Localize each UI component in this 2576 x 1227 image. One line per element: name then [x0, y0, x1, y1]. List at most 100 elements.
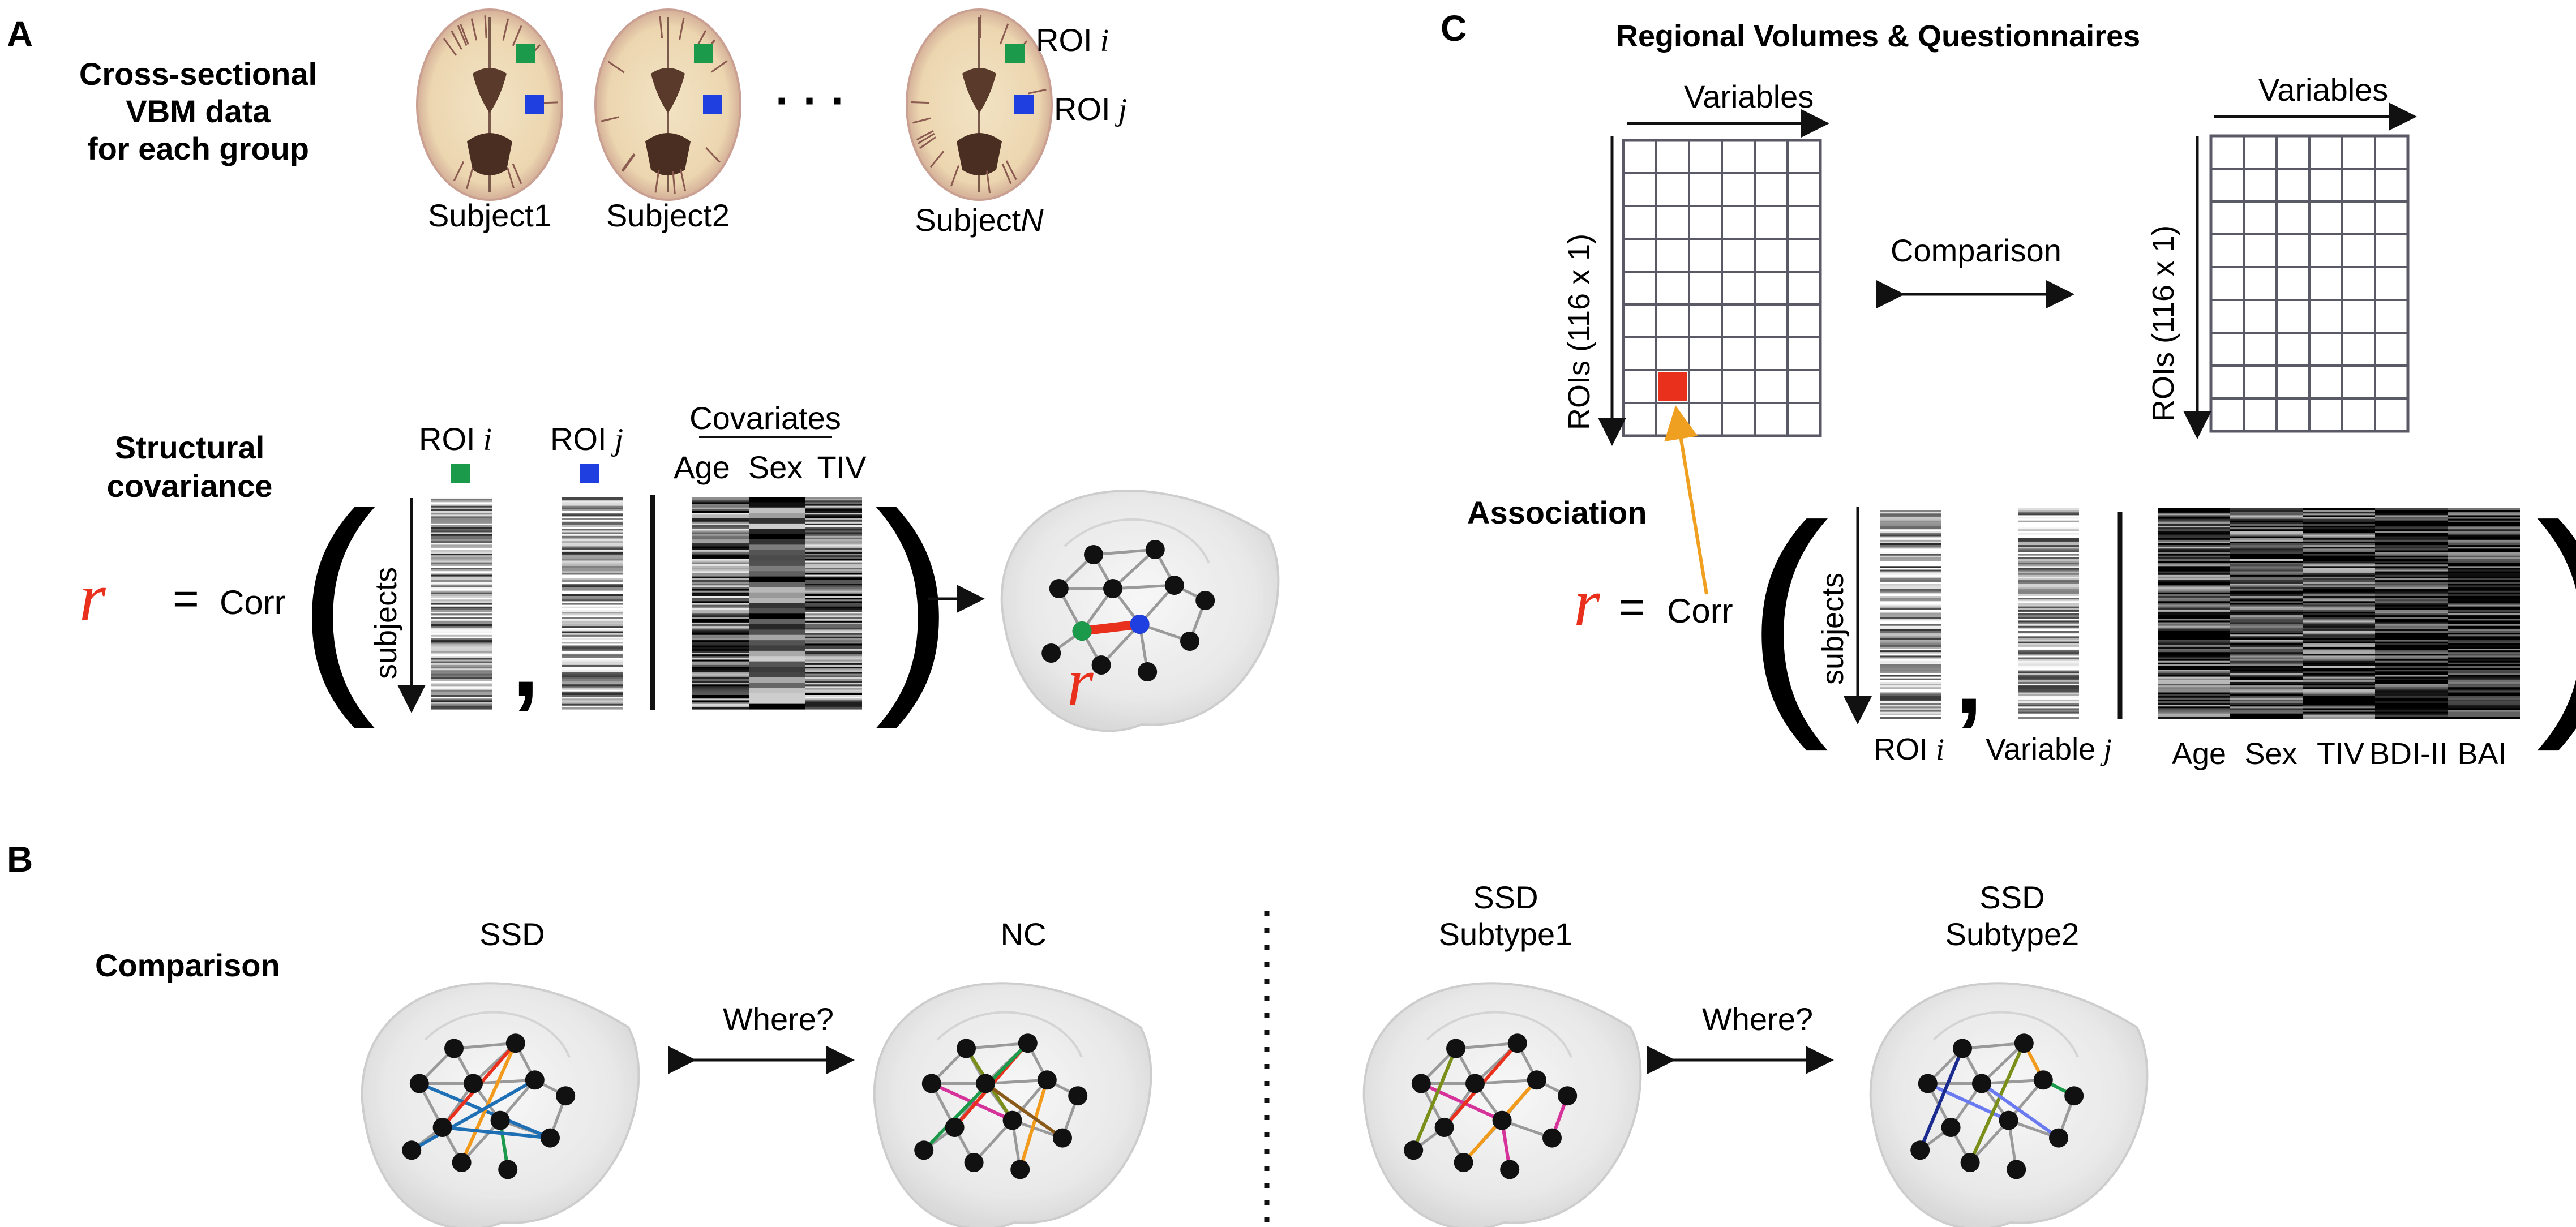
- network-node: [452, 1153, 472, 1172]
- covariates-header-a: Covariates Age Sex TIV: [674, 400, 867, 485]
- subject-n-base: Subject: [915, 202, 1021, 238]
- network-node: [921, 1074, 941, 1093]
- vbm-title-line-1: Cross-sectional: [79, 56, 317, 92]
- roi-i-barcode-a: [431, 497, 492, 710]
- covariates-header: Covariates: [689, 400, 841, 436]
- subjects-axis-a: subjects: [369, 567, 403, 679]
- network-node: [1446, 1039, 1465, 1058]
- network-node: [1164, 576, 1184, 595]
- subject-labels: Subject1 Subject2 SubjectN: [428, 198, 1044, 238]
- roi-i-node: [1072, 621, 1092, 641]
- network-node: [2049, 1128, 2068, 1148]
- association-label: Association: [1467, 495, 1647, 530]
- network-node: [1103, 579, 1122, 598]
- where-question-left: Where?: [723, 1001, 834, 1037]
- network-node: [1527, 1070, 1546, 1090]
- network-node: [1068, 1086, 1088, 1106]
- group-subtype2-line2: Subtype2: [1945, 916, 2080, 952]
- highlighted-edge: [1018, 1079, 1049, 1170]
- close-paren-c: ): [2536, 474, 2576, 753]
- network-node: [525, 1070, 545, 1090]
- network-node: [464, 1074, 483, 1093]
- subject-1-label: Subject1: [428, 198, 551, 233]
- highlighted-edge: [1412, 1048, 1458, 1151]
- roi-j-top-index: j: [1115, 92, 1128, 127]
- roi-i-swatch: [451, 464, 470, 483]
- network-node: [1037, 1070, 1057, 1090]
- network-node: [490, 1110, 510, 1130]
- highlighted-edge: [1968, 1042, 2026, 1164]
- vbm-title-line-3: for each group: [87, 131, 309, 166]
- subjects-axis-c: subjects: [1816, 573, 1850, 685]
- brain-slice-3: [906, 8, 1053, 201]
- roi-i-col-index: i: [483, 422, 492, 457]
- roi-i-marker: [694, 44, 713, 63]
- network-node: [1010, 1160, 1030, 1179]
- covariate-bai-barcode-c: [2448, 508, 2520, 719]
- corr-equation-a: r = Corr ( ): [79, 465, 954, 731]
- network-node: [945, 1118, 965, 1137]
- highlighted-edge: [442, 1126, 551, 1140]
- network-node: [1195, 591, 1215, 610]
- network-node: [1018, 1033, 1038, 1053]
- roi-j-col-text: ROI: [550, 421, 607, 457]
- ellipsis-dots: · · ·: [775, 75, 846, 126]
- roi-j-col-index: j: [611, 422, 624, 457]
- panel-b-letter: B: [7, 839, 33, 880]
- network-node: [1049, 579, 1069, 598]
- comparison-label-c: Comparison: [1891, 233, 2061, 268]
- highlighted-edge: [923, 1042, 1029, 1152]
- group-subtype1-line1: SSD: [1473, 880, 1538, 915]
- where-question-right: Where?: [1702, 1001, 1813, 1037]
- variables-label-right: Variables: [2258, 72, 2388, 108]
- selected-cell: [1658, 372, 1687, 401]
- network-node: [2064, 1086, 2084, 1106]
- roi-i-marker: [1005, 44, 1025, 63]
- open-paren-c: (: [1746, 474, 1829, 753]
- structural-title-line-2: covariance: [107, 468, 273, 504]
- network-brain-subtype2: [1869, 982, 2149, 1227]
- panel-a: A Cross-sectional VBM data for each grou…: [7, 8, 1280, 732]
- network-node: [1091, 655, 1111, 675]
- network-brain-subtype1: [1362, 982, 1642, 1227]
- network-node: [505, 1033, 525, 1053]
- roi-j-marker: [1014, 95, 1034, 114]
- network-node: [914, 1140, 934, 1160]
- covariate-bai-c: BAI: [2457, 737, 2506, 771]
- variable-j-index-c: j: [2100, 732, 2112, 766]
- roi-i-col-text: ROI: [419, 421, 475, 457]
- highlighted-edge: [1918, 1048, 1964, 1151]
- network-node: [1507, 1033, 1527, 1053]
- network-node: [541, 1128, 560, 1148]
- network-node: [1542, 1128, 1562, 1148]
- network-node: [1138, 662, 1158, 681]
- highlighted-edge: [1420, 1082, 1503, 1122]
- network-node: [1918, 1074, 1938, 1093]
- roi-i-index-c: i: [1936, 732, 1944, 766]
- roi-j-marker: [703, 95, 722, 114]
- subject-2-label: Subject2: [606, 198, 730, 233]
- covariate-tiv-barcode-c: [2303, 508, 2375, 719]
- roi-i-marker: [516, 44, 535, 63]
- rois-label-right: ROIs (116 x 1): [2146, 225, 2180, 422]
- network-node: [1002, 1110, 1022, 1130]
- rois-label-left: ROIs (116 x 1): [1562, 234, 1596, 430]
- variable-j-barcode-c: [2018, 508, 2079, 719]
- covariate-age-c: Age: [2172, 737, 2226, 771]
- network-node: [1180, 632, 1199, 651]
- covariate-sex-c: Sex: [2244, 737, 2297, 771]
- network-node: [1145, 540, 1165, 559]
- network-node: [556, 1086, 576, 1106]
- group-subtype1-line2: Subtype1: [1439, 916, 1573, 952]
- roi-i-top-text: ROI: [1036, 22, 1092, 58]
- covariate-tiv-a: TIV: [817, 449, 867, 485]
- covariate-age-barcode-c: [2158, 508, 2230, 719]
- variable-j-text-c: Variable: [1986, 732, 2095, 766]
- network-node: [1041, 643, 1061, 663]
- panel-c: C Regional Volumes & Questionnaires Vari…: [1441, 8, 2576, 771]
- covariate-age-a: Age: [674, 449, 730, 485]
- equals-c: =: [1619, 582, 1645, 632]
